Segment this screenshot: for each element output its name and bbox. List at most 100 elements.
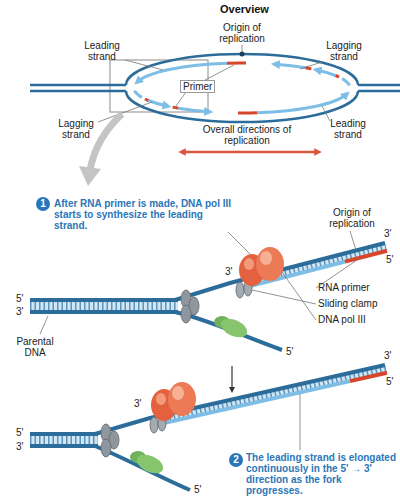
base-pairs: [30, 436, 98, 444]
end-label: 3': [16, 441, 23, 452]
single-strand-binding: [130, 451, 166, 477]
clamp-part: [236, 282, 244, 298]
zoom-arrow-head: [79, 166, 101, 186]
rna-primer: [306, 68, 312, 69]
polymerase-highlight: [260, 251, 272, 265]
template-strand: [175, 243, 385, 300]
end-label: 5': [286, 346, 293, 357]
okazaki-fragment: [179, 108, 209, 112]
strand-label: Leading strand: [76, 40, 128, 62]
rna-primer: [227, 61, 246, 64]
helicase-subunit: [101, 439, 111, 457]
parental-strand: [126, 91, 358, 122]
end-label: 5': [386, 376, 393, 387]
base-pairs: [250, 247, 386, 282]
helicase: [181, 290, 199, 323]
green-protein: [218, 315, 250, 341]
okazaki-fragment: [135, 91, 142, 98]
polymerase-lobe: [256, 247, 284, 281]
leading-strand: [138, 63, 227, 81]
template-strand: [95, 365, 385, 434]
end-label: 3': [16, 306, 23, 317]
origin-dot: [240, 52, 245, 57]
base-pairs: [165, 369, 386, 419]
panel-heading: Overview: [220, 4, 269, 15]
green-protein: [134, 451, 166, 477]
step-text: After RNA primer is made, DNA pol III st…: [54, 198, 234, 231]
leader-line: [228, 232, 250, 254]
template-strand: [175, 312, 282, 350]
primer-label: Primer: [180, 80, 215, 93]
helicase: [101, 424, 119, 457]
callout-circle: 2: [229, 453, 243, 467]
rna-primer: [238, 111, 257, 114]
end-label: 5': [16, 293, 23, 304]
rna-primer: [345, 251, 387, 262]
parental-strand: [126, 54, 358, 85]
base-pairs: [30, 302, 178, 310]
rna-primer: [145, 99, 149, 101]
direction-label: Overall directions of replication: [192, 124, 302, 146]
polymerase-highlight: [244, 258, 254, 270]
leading-strand: [165, 381, 350, 423]
new-strands: [135, 63, 350, 113]
polymerase-highlight: [172, 386, 184, 400]
leader-line: [125, 60, 163, 70]
leader-line: [205, 65, 234, 80]
callout-number: 1: [40, 198, 46, 209]
leader-lines: [40, 231, 360, 334]
leader-lines: [98, 45, 330, 122]
end-label: 3': [384, 228, 391, 239]
end-label: 5': [16, 427, 23, 438]
callout-number: 2: [233, 454, 239, 465]
leader-line: [322, 106, 330, 121]
leader-line: [242, 45, 243, 52]
base-pairs: [30, 302, 178, 310]
part-label: Sliding clamp: [318, 298, 377, 309]
end-label: 3': [384, 350, 391, 361]
okazaki-fragment: [275, 64, 305, 68]
polymerase-lobe: [168, 382, 196, 416]
zoom-arrow: [90, 114, 122, 170]
parental-duplex: [30, 432, 98, 448]
leader-line: [282, 272, 316, 320]
okazaki-fragment: [342, 79, 349, 86]
leader-line: [350, 231, 356, 250]
helicase-subunit: [181, 305, 191, 323]
base-pairs: [165, 369, 386, 419]
dna-pol-iii: [151, 382, 196, 421]
part-label: DNA pol III: [318, 314, 366, 325]
rna-primer: [350, 373, 387, 381]
dna-pol-iii: [239, 247, 284, 286]
base-pairs: [250, 247, 386, 282]
end-label: 5': [386, 254, 393, 265]
strand-label: Leading strand: [322, 118, 374, 140]
leader-line: [300, 394, 301, 450]
strand-label: Lagging strand: [318, 40, 370, 62]
single-strand-binding: [214, 315, 250, 341]
end-label: 3': [225, 266, 232, 277]
okazaki-fragment: [317, 70, 336, 76]
clamp-part: [150, 417, 158, 433]
direction-arrow: [182, 151, 318, 154]
leader-line: [176, 92, 186, 106]
callout-circle: 1: [36, 197, 50, 211]
part-label: RNA primer: [318, 282, 370, 293]
leader-line: [98, 102, 152, 122]
rna-primer: [336, 76, 340, 78]
leading-strand: [257, 95, 346, 113]
base-pairs: [30, 436, 98, 444]
end-label: 5': [194, 484, 201, 495]
okazaki-fragment: [149, 101, 168, 107]
parental-duplex: [30, 298, 178, 314]
polymerase-highlight: [156, 393, 166, 405]
origin-label: Origin of replication: [207, 22, 277, 44]
leader-line: [40, 316, 48, 334]
leader-line: [252, 290, 316, 304]
leader-line: [300, 62, 322, 69]
strand-label: Lagging strand: [50, 118, 102, 140]
origin-label: Origin of replication: [316, 207, 388, 229]
step-arrow: [231, 366, 232, 390]
